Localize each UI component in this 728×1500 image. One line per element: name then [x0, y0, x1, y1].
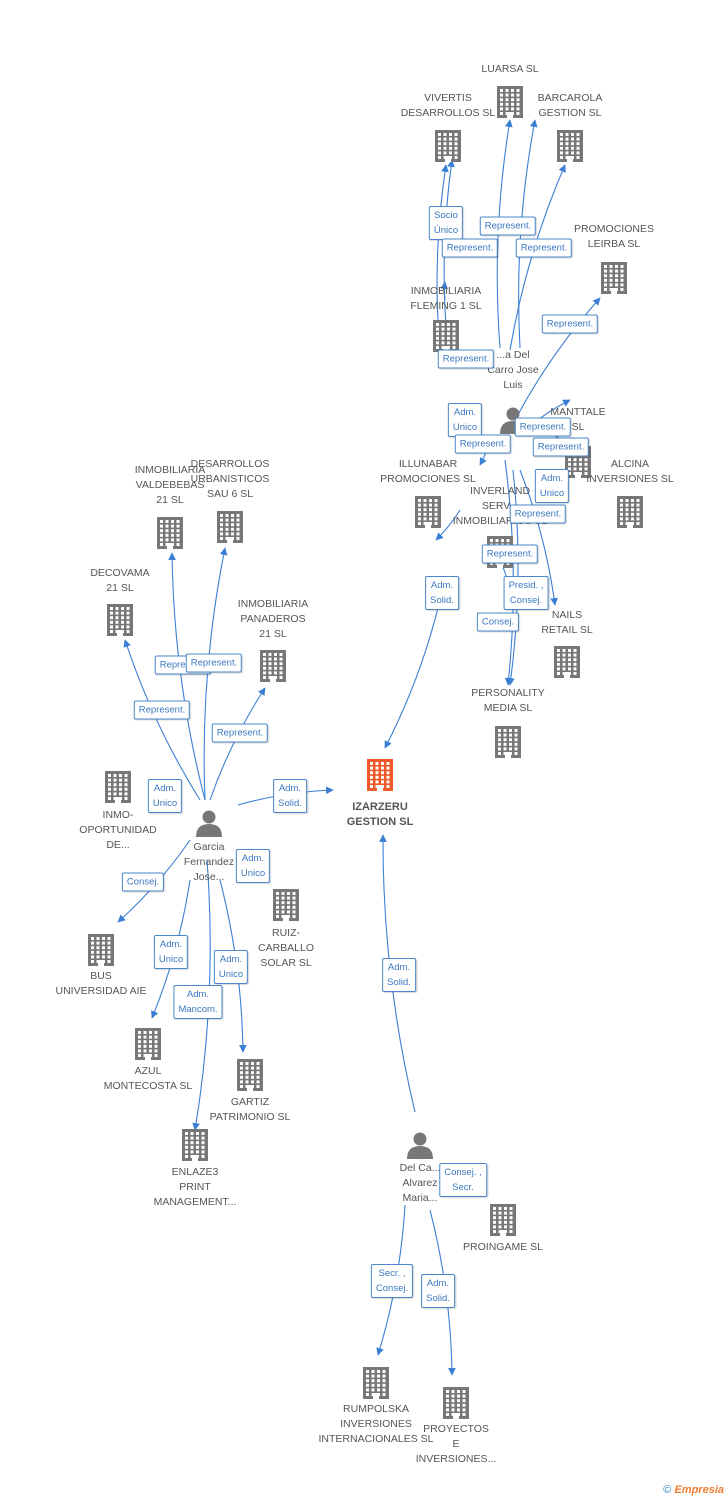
- relation-badge[interactable]: Adm. Unico: [153, 935, 189, 969]
- relation-badge[interactable]: Represent.: [133, 700, 191, 720]
- relation-badge[interactable]: Represent.: [514, 417, 572, 437]
- building-icon[interactable]: [236, 1059, 264, 1096]
- relation-badge[interactable]: Represent.: [437, 349, 495, 369]
- node-label[interactable]: VIVERTIS DESARROLLOS SL: [400, 92, 496, 119]
- node-label[interactable]: GARTIZ PATRIMONIO SL: [209, 1096, 291, 1123]
- relation-edge-20: [209, 687, 266, 801]
- node-label[interactable]: ENLAZE3 PRINT MANAGEMENT...: [153, 1166, 237, 1208]
- relation-edge-7: [514, 297, 601, 421]
- building-icon[interactable]: [104, 771, 132, 808]
- building-icon[interactable]: [259, 650, 287, 687]
- node-label[interactable]: INMO- OPORTUNIDAD DE...: [79, 809, 157, 851]
- building-icon[interactable]: [489, 1204, 517, 1241]
- relation-badge[interactable]: Represent.: [479, 216, 537, 236]
- node-label[interactable]: RUIZ- CARBALLO SOLAR SL: [257, 927, 315, 969]
- building-icon[interactable]: [156, 517, 184, 554]
- relation-badge[interactable]: Secr. , Consej.: [370, 1264, 414, 1298]
- person-icon[interactable]: [195, 809, 223, 842]
- building-icon[interactable]: [616, 496, 644, 533]
- building-icon[interactable]: [434, 130, 462, 167]
- node-label[interactable]: LUARSA SL: [481, 63, 539, 75]
- relation-badge[interactable]: Represent.: [454, 434, 512, 454]
- node-label[interactable]: BUS UNIVERSIDAD AIE: [55, 970, 147, 997]
- relation-edge-10: [435, 509, 461, 541]
- relation-badge[interactable]: Consej. , Secr.: [439, 1163, 487, 1197]
- relation-badge[interactable]: Socio Único: [428, 206, 464, 240]
- building-icon[interactable]: [106, 604, 134, 641]
- building-icon[interactable]: [362, 1367, 390, 1404]
- node-label[interactable]: Del Ca... Alvarez Maria...: [399, 1162, 441, 1204]
- node-label[interactable]: PERSONALITY MEDIA SL: [471, 687, 545, 714]
- building-icon[interactable]: [134, 1028, 162, 1065]
- relation-badge[interactable]: Consej.: [121, 872, 165, 892]
- building-icon[interactable]: [432, 320, 460, 357]
- node-label[interactable]: DECOVAMA 21 SL: [90, 567, 150, 594]
- node-label[interactable]: BARCAROLA GESTION SL: [537, 92, 603, 119]
- building-icon[interactable]: [494, 726, 522, 763]
- building-icon[interactable]: [600, 262, 628, 299]
- building-icon[interactable]: [366, 759, 394, 796]
- relation-edge-9: [384, 599, 441, 749]
- relation-badge[interactable]: Adm. Unico: [534, 469, 570, 503]
- relation-badge[interactable]: Adm. Mancom.: [173, 985, 223, 1019]
- building-icon[interactable]: [553, 646, 581, 683]
- relation-badge[interactable]: Adm. Solid.: [421, 1274, 455, 1308]
- building-icon[interactable]: [216, 511, 244, 548]
- relation-badge[interactable]: Represent.: [481, 544, 539, 564]
- node-label[interactable]: ILLUNABAR PROMOCIONES SL: [380, 458, 476, 485]
- building-icon[interactable]: [414, 496, 442, 533]
- relation-badge[interactable]: Adm. Solid.: [425, 576, 459, 610]
- relation-badge[interactable]: Represent.: [532, 437, 590, 457]
- building-icon[interactable]: [87, 934, 115, 971]
- building-icon[interactable]: [442, 1387, 470, 1424]
- node-label[interactable]: PROYECTOS E INVERSIONES...: [415, 1423, 497, 1465]
- node-label[interactable]: MANTTALE SL: [550, 406, 606, 433]
- relation-badge[interactable]: Adm. Unico: [213, 950, 249, 984]
- node-label[interactable]: INMOBILIARIA VALDEBEBAS 21 SL: [134, 464, 206, 506]
- relation-badge[interactable]: Adm. Unico: [235, 849, 271, 883]
- brand-footer[interactable]: © Empresia: [663, 1484, 724, 1496]
- node-label[interactable]: INMOBILIARIA PANADEROS 21 SL: [237, 598, 309, 640]
- relation-edge-3: [440, 281, 448, 301]
- node-label[interactable]: PROMOCIONES LEIRBA SL: [574, 223, 654, 250]
- relation-edge-11: [504, 459, 514, 686]
- person-icon[interactable]: [406, 1131, 434, 1164]
- relation-badge[interactable]: Represent.: [211, 723, 269, 743]
- relation-badge[interactable]: Adm. Solid.: [382, 958, 416, 992]
- relation-edge-13: [519, 469, 558, 606]
- relation-badge[interactable]: Represent.: [441, 238, 499, 258]
- node-label[interactable]: Garcia Fernandez Jose...: [183, 841, 235, 883]
- relation-badge[interactable]: Adm. Solid.: [273, 779, 307, 813]
- relation-badge[interactable]: Represent.: [185, 653, 243, 673]
- node-label[interactable]: IZARZERU GESTION SL: [346, 801, 414, 828]
- node-label[interactable]: ...a Del Carro Jose Luis: [487, 349, 539, 391]
- relation-badge[interactable]: Represent.: [541, 314, 599, 334]
- relation-badge[interactable]: Adm. Unico: [447, 403, 483, 437]
- building-icon[interactable]: [181, 1129, 209, 1166]
- node-label[interactable]: PROINGAME SL: [463, 1241, 543, 1253]
- relation-badge[interactable]: Adm. Unico: [147, 779, 183, 813]
- node-label[interactable]: NAILS RETAIL SL: [541, 609, 593, 636]
- building-icon[interactable]: [556, 130, 584, 167]
- relation-badge[interactable]: Represent.: [509, 504, 567, 524]
- relation-edge-17: [168, 552, 206, 801]
- relation-edge-19: [123, 639, 201, 801]
- node-label[interactable]: ALCINA INVERSIONES SL: [586, 458, 674, 485]
- building-icon[interactable]: [496, 86, 524, 123]
- node-label[interactable]: INMOBILIARIA FLEMING 1 SL: [410, 285, 482, 312]
- node-label[interactable]: AZUL MONTECOSTA SL: [103, 1065, 193, 1092]
- building-icon[interactable]: [272, 889, 300, 926]
- relation-badge[interactable]: Represent.: [515, 238, 573, 258]
- node-label[interactable]: DESARROLLOS URBANISTICOS SAU 6 SL: [190, 458, 270, 500]
- node-label[interactable]: RUMPOLSKA INVERSIONES INTERNACIONALES SL: [318, 1403, 434, 1445]
- relation-badge[interactable]: Consej.: [476, 612, 520, 632]
- relation-badge[interactable]: Presid. , Consej.: [503, 576, 549, 610]
